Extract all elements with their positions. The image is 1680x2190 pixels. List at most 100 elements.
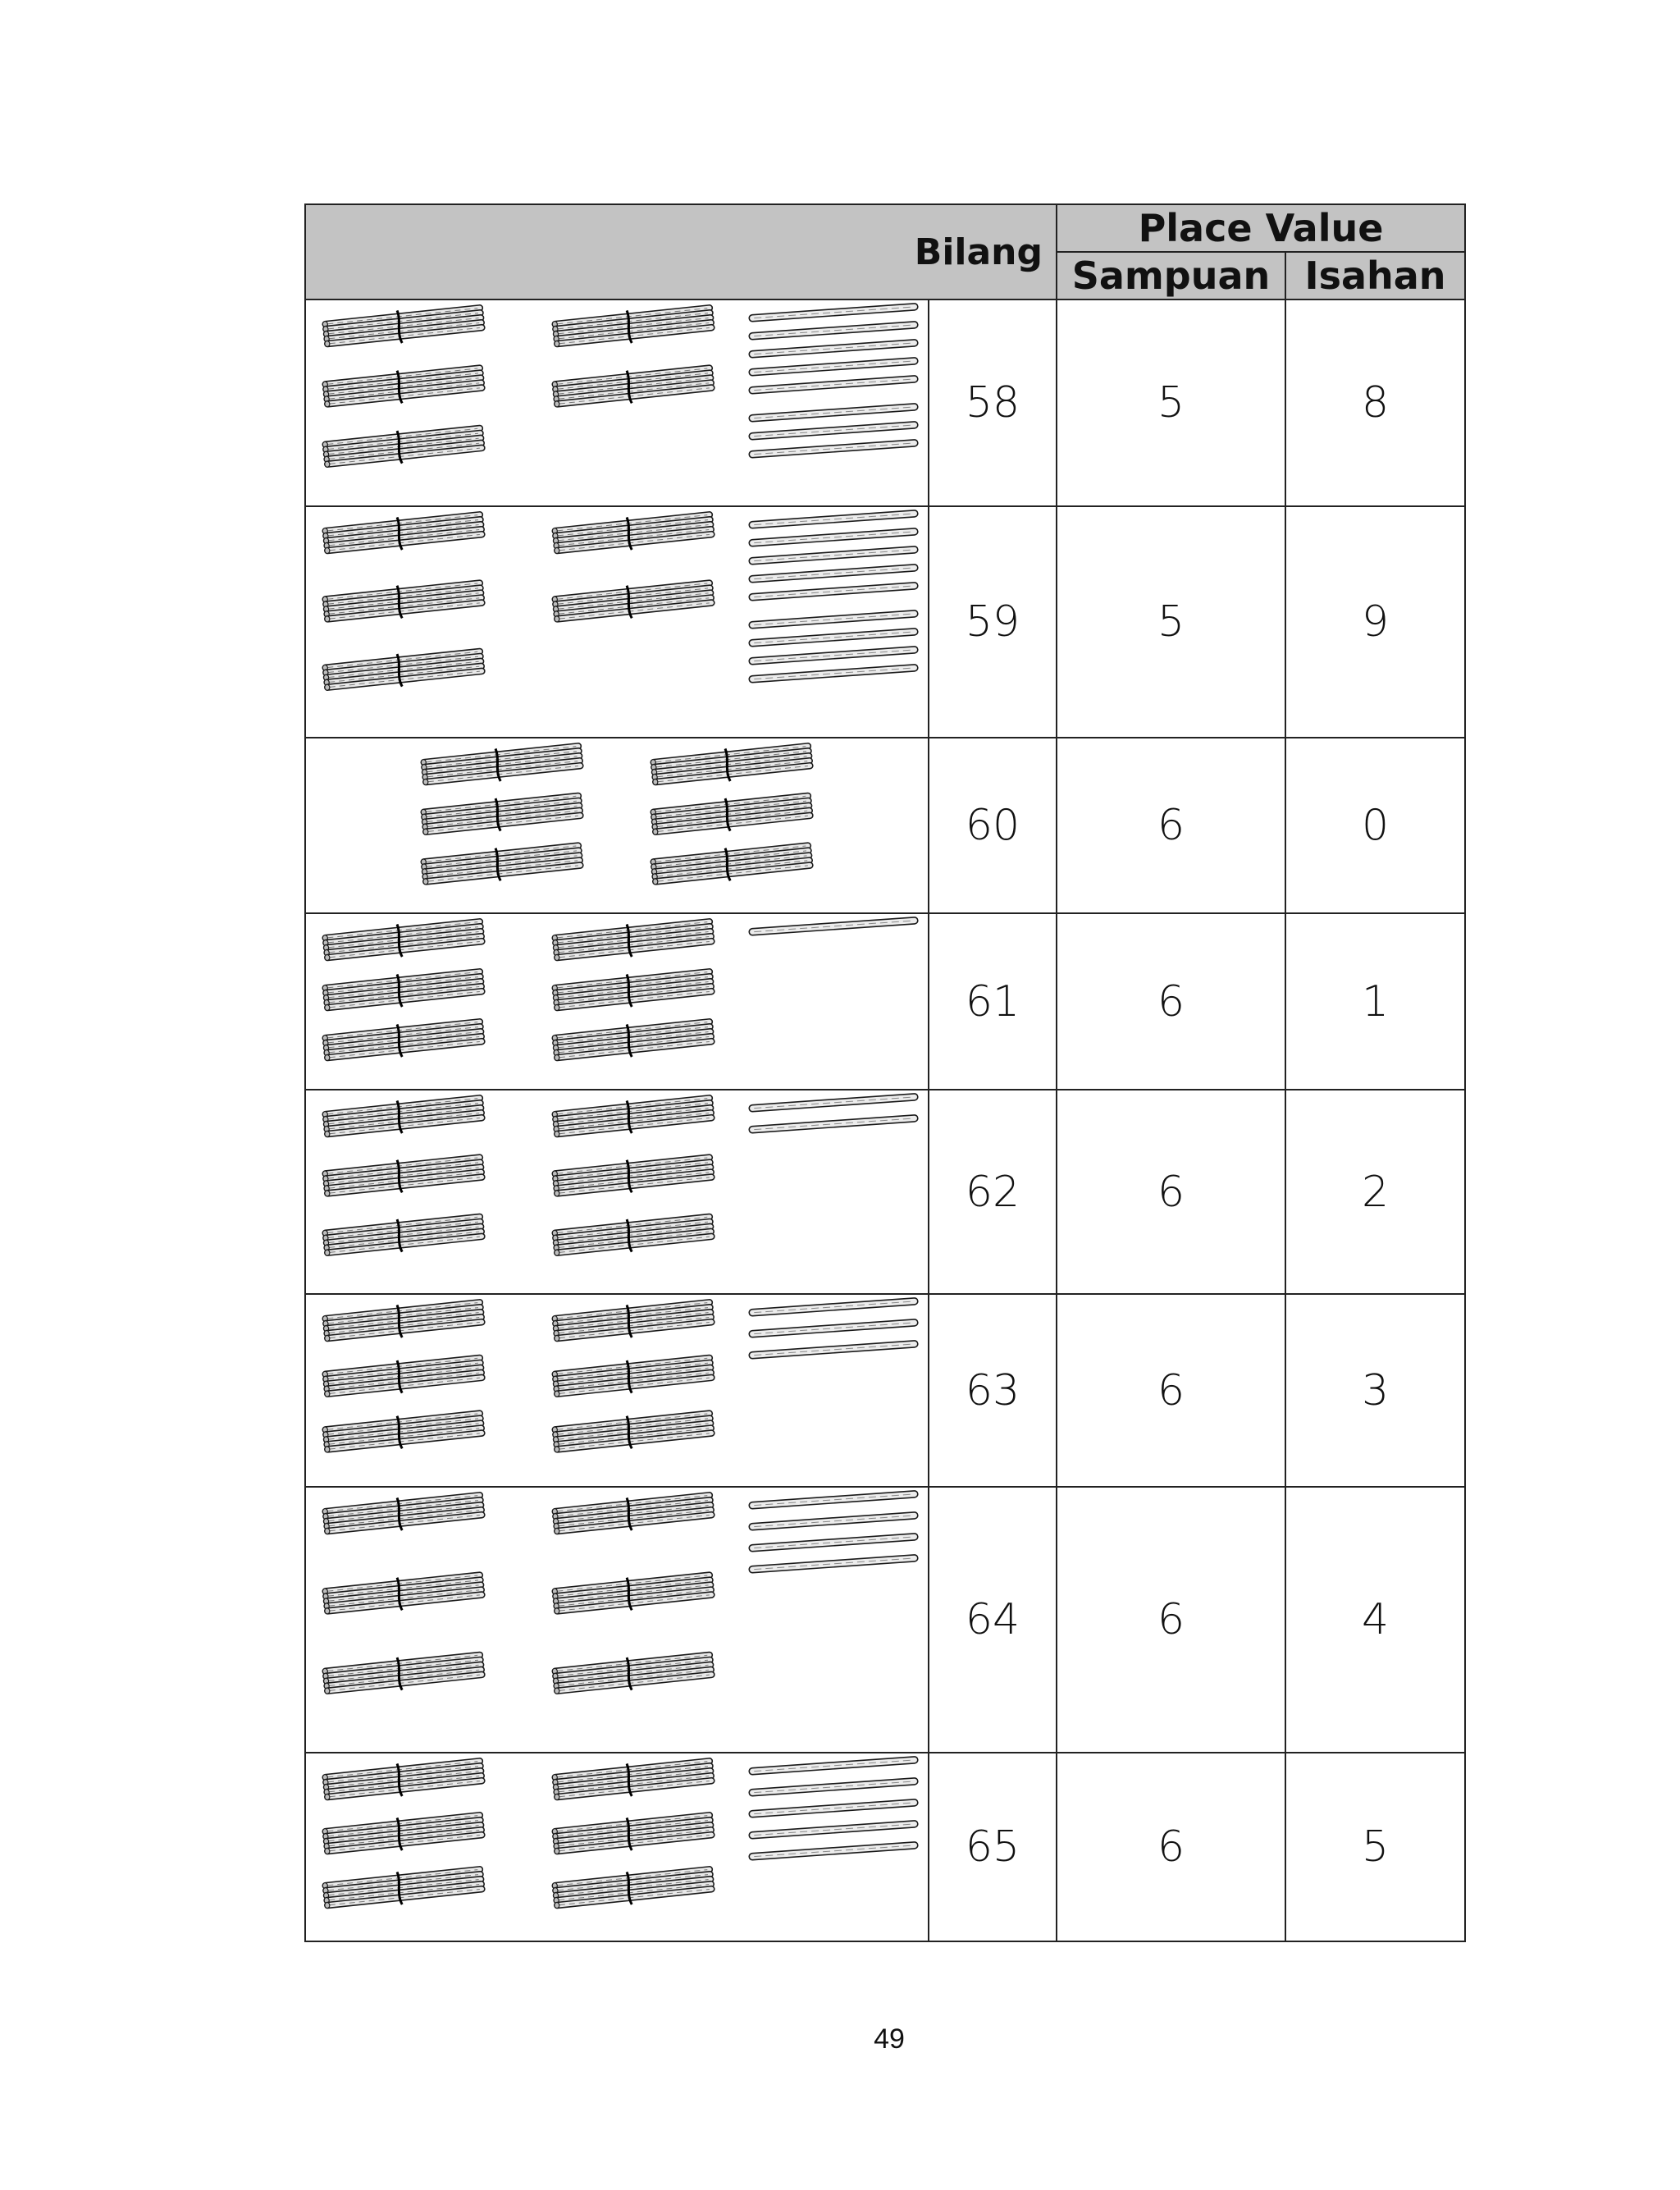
counting-sticks-svg <box>420 743 814 885</box>
bundle-of-ten-sticks-icon <box>551 1154 715 1197</box>
bundle-of-ten-sticks-icon <box>551 1018 715 1062</box>
bundle-of-ten-sticks-icon <box>322 304 486 348</box>
bundle-of-ten-sticks-icon <box>420 792 584 835</box>
bundle-of-ten-sticks-icon <box>551 1571 715 1615</box>
bundle-of-ten-sticks-icon <box>551 304 715 348</box>
single-stick-icon <box>748 664 919 684</box>
bundle-of-ten-sticks-icon <box>322 1651 486 1694</box>
single-stick-icon <box>748 1777 919 1797</box>
bundle-of-ten-sticks-icon <box>551 1095 715 1138</box>
counting-sticks-picture <box>304 912 929 1090</box>
bundle-of-ten-sticks-icon <box>322 1812 486 1855</box>
single-stick-icon <box>748 321 919 341</box>
sampuan-cell: 5 <box>1056 505 1286 738</box>
sampuan-cell: 6 <box>1056 1293 1286 1488</box>
bundle-of-ten-sticks-icon <box>322 968 486 1012</box>
isahan-cell: 9 <box>1285 505 1466 738</box>
bundle-of-ten-sticks-icon <box>551 918 715 962</box>
bundle-of-ten-sticks-icon <box>551 579 715 623</box>
table-row: 64 6 4 <box>304 1486 1466 1753</box>
header-sampuan: Sampuan <box>1056 251 1286 300</box>
bundle-of-ten-sticks-icon <box>322 647 486 691</box>
sampuan-cell: 6 <box>1056 1752 1286 1942</box>
bundle-of-ten-sticks-icon <box>322 1758 486 1801</box>
header-bilang-label: Bilang <box>914 231 1043 273</box>
single-stick-icon <box>748 339 919 359</box>
single-stick-icon <box>748 546 919 565</box>
sampuan-cell: 6 <box>1056 912 1286 1090</box>
bundle-of-ten-sticks-icon <box>322 511 486 555</box>
isahan-cell: 2 <box>1285 1089 1466 1295</box>
single-stick-icon <box>748 403 919 423</box>
single-stick-icon <box>748 357 919 377</box>
counting-sticks-svg <box>322 1756 919 1909</box>
counting-sticks-svg <box>322 510 919 691</box>
bundle-of-ten-sticks-icon <box>322 424 486 468</box>
counting-sticks-svg <box>322 303 919 468</box>
counting-sticks-svg <box>322 1093 919 1256</box>
bundle-of-ten-sticks-icon <box>322 1213 486 1256</box>
table-row: 59 5 9 <box>304 505 1466 738</box>
page-number: 49 <box>874 2023 905 2055</box>
header-place-value-label: Place Value <box>1138 206 1384 250</box>
place-value-table: Bilang Place Value Sampuan Isahan 58 5 8… <box>304 203 1466 1942</box>
single-stick-icon <box>748 1490 919 1510</box>
sampuan-cell: 6 <box>1056 1089 1286 1295</box>
sampuan-cell: 5 <box>1056 299 1286 507</box>
bundle-of-ten-sticks-icon <box>322 918 486 962</box>
bundle-of-ten-sticks-icon <box>420 842 584 885</box>
header-bilang: Bilang <box>304 203 1057 300</box>
isahan-cell: 4 <box>1285 1486 1466 1753</box>
single-stick-icon <box>748 375 919 395</box>
bilang-cell: 58 <box>928 299 1057 507</box>
single-stick-icon <box>748 510 919 529</box>
bundle-of-ten-sticks-icon <box>551 1492 715 1535</box>
bundle-of-ten-sticks-icon <box>650 842 814 885</box>
isahan-cell: 0 <box>1285 737 1466 914</box>
bundle-of-ten-sticks-icon <box>322 1299 486 1342</box>
single-stick-icon <box>748 1114 919 1134</box>
single-stick-icon <box>748 1340 919 1360</box>
counting-sticks-picture <box>304 1089 929 1295</box>
isahan-cell: 5 <box>1285 1752 1466 1942</box>
single-stick-icon <box>748 646 919 665</box>
table-row: 61 6 1 <box>304 912 1466 1090</box>
counting-sticks-picture <box>304 299 929 507</box>
header-isahan-label: Isahan <box>1304 254 1446 298</box>
sampuan-cell: 6 <box>1056 1486 1286 1753</box>
single-stick-icon <box>748 1297 919 1317</box>
bundle-of-ten-sticks-icon <box>322 364 486 408</box>
single-stick-icon <box>748 1511 919 1531</box>
counting-sticks-svg <box>322 1297 919 1453</box>
bundle-of-ten-sticks-icon <box>420 743 584 786</box>
bundle-of-ten-sticks-icon <box>322 1866 486 1909</box>
bundle-of-ten-sticks-icon <box>551 511 715 555</box>
bilang-cell: 61 <box>928 912 1057 1090</box>
single-stick-icon <box>748 1756 919 1776</box>
single-stick-icon <box>748 610 919 629</box>
bundle-of-ten-sticks-icon <box>551 1410 715 1453</box>
single-stick-icon <box>748 582 919 601</box>
bilang-cell: 60 <box>928 737 1057 914</box>
bundle-of-ten-sticks-icon <box>322 1154 486 1197</box>
bundle-of-ten-sticks-icon <box>322 1095 486 1138</box>
single-stick-icon <box>748 1799 919 1818</box>
bilang-cell: 63 <box>928 1293 1057 1488</box>
isahan-cell: 8 <box>1285 299 1466 507</box>
counting-sticks-svg <box>322 1490 919 1694</box>
bundle-of-ten-sticks-icon <box>551 1651 715 1694</box>
counting-sticks-picture <box>304 505 929 738</box>
bundle-of-ten-sticks-icon <box>551 364 715 408</box>
bundle-of-ten-sticks-icon <box>322 1492 486 1535</box>
bundle-of-ten-sticks-icon <box>551 1812 715 1855</box>
counting-sticks-picture <box>304 737 929 914</box>
table-row: 58 5 8 <box>304 299 1466 507</box>
bilang-cell: 64 <box>928 1486 1057 1753</box>
bilang-cell: 59 <box>928 505 1057 738</box>
table-row: 65 6 5 <box>304 1752 1466 1942</box>
bundle-of-ten-sticks-icon <box>551 1866 715 1909</box>
single-stick-icon <box>748 439 919 459</box>
single-stick-icon <box>748 1554 919 1574</box>
bundle-of-ten-sticks-icon <box>322 1354 486 1397</box>
bundle-of-ten-sticks-icon <box>322 1571 486 1615</box>
